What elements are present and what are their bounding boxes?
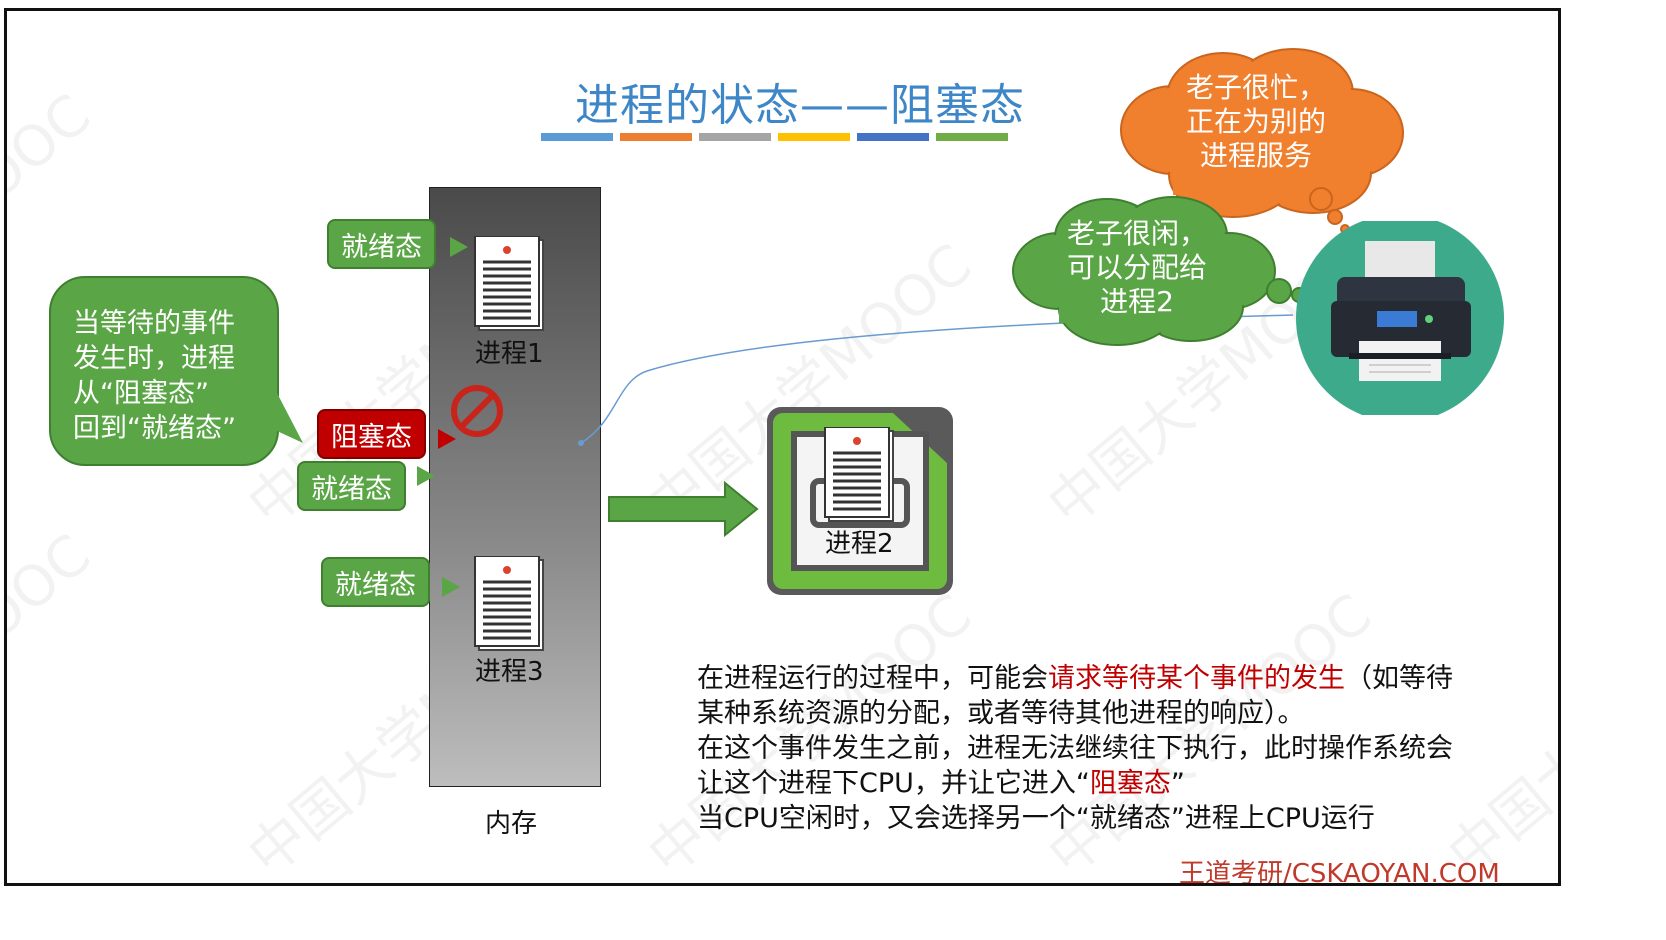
- page-title: 进程的状态——阻塞态: [575, 80, 1025, 131]
- left-note-callout: 当等待的事件 发生时，进程 从“阻塞态” 回到“就绪态”: [49, 276, 279, 466]
- left-note-line: 回到“就绪态”: [73, 413, 236, 444]
- left-note-line: 从“阻塞态”: [73, 378, 209, 409]
- ready-tag-middle-text: 就绪态: [311, 473, 392, 505]
- arrow-right-icon: [608, 480, 759, 538]
- description-line: 当CPU空闲时，又会选择另一个“就绪态”进程上CPU运行: [697, 803, 1375, 834]
- ready-tag-1-text: 就绪态: [341, 231, 422, 263]
- free-thought-text: 老子很闲， 可以分配给 进程2: [1049, 217, 1225, 319]
- free-thought-line: 老子很闲，: [1066, 217, 1207, 250]
- blocked-tag-text: 阻塞态: [331, 421, 412, 453]
- callout-tail: [438, 429, 456, 449]
- left-note-line: 当等待的事件: [73, 308, 235, 339]
- description-text: 在进程运行的过程中，可能会请求等待某个事件的发生（如等待 某种系统资源的分配，或…: [697, 661, 1453, 836]
- description-segment: ”: [1170, 768, 1185, 799]
- title-bar-segment: [778, 133, 850, 141]
- free-thought-cloud: [1012, 196, 1276, 346]
- description-line: 某种系统资源的分配，或者等待其他进程的响应）。: [697, 698, 1305, 729]
- memory-label: 内存: [485, 809, 538, 839]
- title-bar-segment: [620, 133, 692, 141]
- title-bar-segment: [936, 133, 1008, 141]
- description-line: 在进程运行的过程中，可能会请求等待某个事件的发生（如等待: [697, 661, 1453, 696]
- process-2-label: 进程2: [825, 529, 894, 559]
- title-bar-segment: [699, 133, 771, 141]
- slide: MOOC 中国大学MOOC 中国大学MOOC 中国大学MOOC 中国大学MOOC…: [4, 8, 1561, 886]
- brand-footer: 王道考研/CSKAOYAN.COM: [1179, 859, 1500, 886]
- watermark: MOOC: [4, 522, 103, 685]
- callout-tail: [442, 577, 460, 597]
- free-thought-line: 进程2: [1100, 285, 1174, 318]
- left-note-line: 发生时，进程: [73, 343, 235, 374]
- free-thought-line: 可以分配给: [1066, 251, 1207, 284]
- title-bar-segment: [857, 133, 929, 141]
- busy-thought-text: 老子很忙， 正在为别的 进程服务: [1171, 71, 1341, 173]
- no-entry-icon: [451, 385, 503, 437]
- ready-tag-middle: 就绪态: [297, 461, 406, 511]
- title-bar-segment: [541, 133, 613, 141]
- busy-thought-cloud: [1120, 48, 1404, 218]
- busy-thought-line: 正在为别的: [1185, 105, 1326, 138]
- document-icon: [474, 556, 544, 651]
- busy-thought-line: 进程服务: [1199, 139, 1312, 172]
- description-segment: 在进程运行的过程中，可能会: [697, 663, 1048, 694]
- process-1-label: 进程1: [475, 339, 544, 369]
- description-highlight: 阻塞态: [1089, 768, 1171, 799]
- process-3-label: 进程3: [475, 657, 544, 687]
- printer-icon: [1296, 221, 1504, 415]
- thought-bubbles: [1309, 187, 1350, 234]
- document-icon: [474, 236, 544, 331]
- ready-tag-1: 就绪态: [327, 219, 436, 269]
- description-line: 让这个进程下CPU，并让它进入“阻塞态”: [697, 766, 1453, 801]
- document-icon: [824, 427, 894, 522]
- description-line: 在这个事件发生之前，进程无法继续往下执行，此时操作系统会: [697, 733, 1453, 764]
- busy-thought-line: 老子很忙，: [1185, 71, 1326, 104]
- callout-tail: [450, 237, 468, 257]
- description-segment: （如等待: [1345, 663, 1453, 694]
- cpu-icon: [767, 407, 953, 595]
- description-segment: 让这个进程下CPU，并让它进入“: [697, 768, 1090, 799]
- callout-tail: [417, 466, 435, 486]
- callout-tail: [277, 393, 303, 443]
- blocked-tag: 阻塞态: [317, 409, 426, 459]
- ready-tag-3: 就绪态: [321, 557, 430, 607]
- ready-tag-3-text: 就绪态: [335, 569, 416, 601]
- description-highlight: 请求等待某个事件的发生: [1048, 663, 1345, 694]
- watermark: MOOC: [4, 82, 103, 245]
